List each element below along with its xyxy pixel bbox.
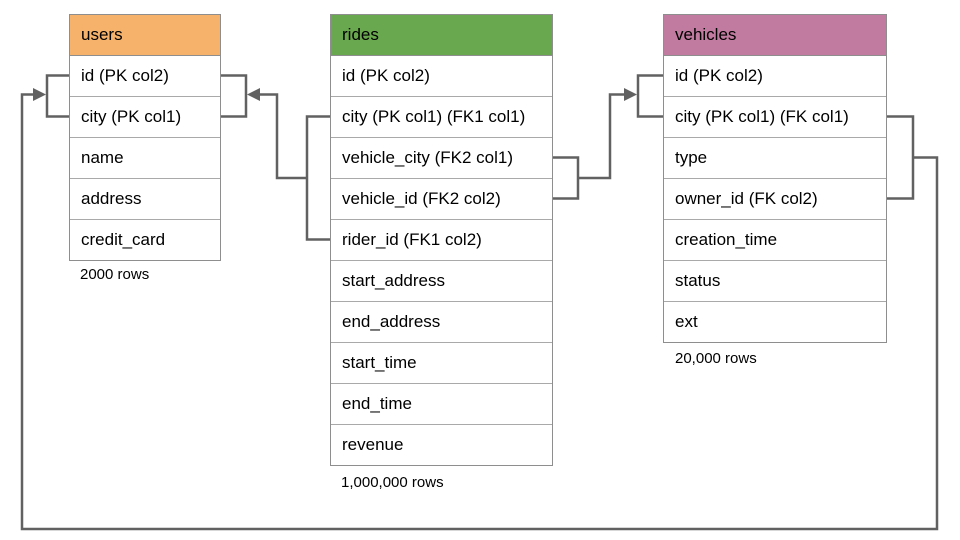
table-users-column[interactable]: id (PK col2): [70, 56, 220, 97]
table-rides-column[interactable]: start_address: [331, 261, 552, 302]
users-right-target-bracket: [221, 74, 248, 118]
table-rides-column[interactable]: vehicle_city (FK2 col1): [331, 138, 552, 179]
table-rides-column[interactable]: id (PK col2): [331, 56, 552, 97]
table-rides-column[interactable]: revenue: [331, 425, 552, 465]
rides-vehicles-source-bracket: [553, 156, 580, 200]
table-users-header[interactable]: users: [70, 15, 220, 56]
table-users[interactable]: users id (PK col2) city (PK col1) name a…: [69, 14, 221, 261]
table-vehicles-column[interactable]: creation_time: [664, 220, 886, 261]
table-vehicles-column[interactable]: status: [664, 261, 886, 302]
table-users-column[interactable]: address: [70, 179, 220, 220]
rides-users-connector: [259, 93, 307, 180]
table-users-column[interactable]: credit_card: [70, 220, 220, 260]
table-vehicles-column[interactable]: owner_id (FK col2): [664, 179, 886, 220]
vehicles-row-count-label: 20,000 rows: [675, 350, 757, 367]
table-vehicles-column[interactable]: id (PK col2): [664, 56, 886, 97]
table-vehicles-column[interactable]: type: [664, 138, 886, 179]
table-rides-header[interactable]: rides: [331, 15, 552, 56]
rides-vehicles-connector: [578, 93, 625, 180]
table-vehicles-header[interactable]: vehicles: [664, 15, 886, 56]
users-row-count-label: 2000 rows: [80, 266, 150, 283]
arrowhead-to-users-right: [247, 88, 260, 101]
table-users-column[interactable]: name: [70, 138, 220, 179]
vehicles-left-target-bracket: [636, 74, 663, 118]
vehicles-users-source-bracket: [887, 115, 915, 200]
table-vehicles[interactable]: vehicles id (PK col2) city (PK col1) (FK…: [663, 14, 887, 343]
table-vehicles-column[interactable]: ext: [664, 302, 886, 342]
table-rides-column[interactable]: vehicle_id (FK2 col2): [331, 179, 552, 220]
relationship-arrowheads: [33, 88, 637, 101]
arrowhead-to-users-left: [33, 88, 46, 101]
vehicles-users-connector: [20, 93, 939, 531]
users-left-target-bracket: [45, 74, 69, 118]
rides-row-count-label: 1,000,000 rows: [341, 474, 444, 491]
table-rides-column[interactable]: city (PK col1) (FK1 col1): [331, 97, 552, 138]
table-users-column[interactable]: city (PK col1): [70, 97, 220, 138]
table-rides-column[interactable]: end_time: [331, 384, 552, 425]
table-rides[interactable]: rides id (PK col2) city (PK col1) (FK1 c…: [330, 14, 553, 466]
arrowhead-to-vehicles: [624, 88, 637, 101]
table-vehicles-column[interactable]: city (PK col1) (FK col1): [664, 97, 886, 138]
table-rides-column[interactable]: end_address: [331, 302, 552, 343]
relationship-paths: [20, 74, 939, 531]
table-rides-column[interactable]: rider_id (FK1 col2): [331, 220, 552, 261]
rides-users-source-bracket: [305, 115, 330, 241]
table-rides-column[interactable]: start_time: [331, 343, 552, 384]
